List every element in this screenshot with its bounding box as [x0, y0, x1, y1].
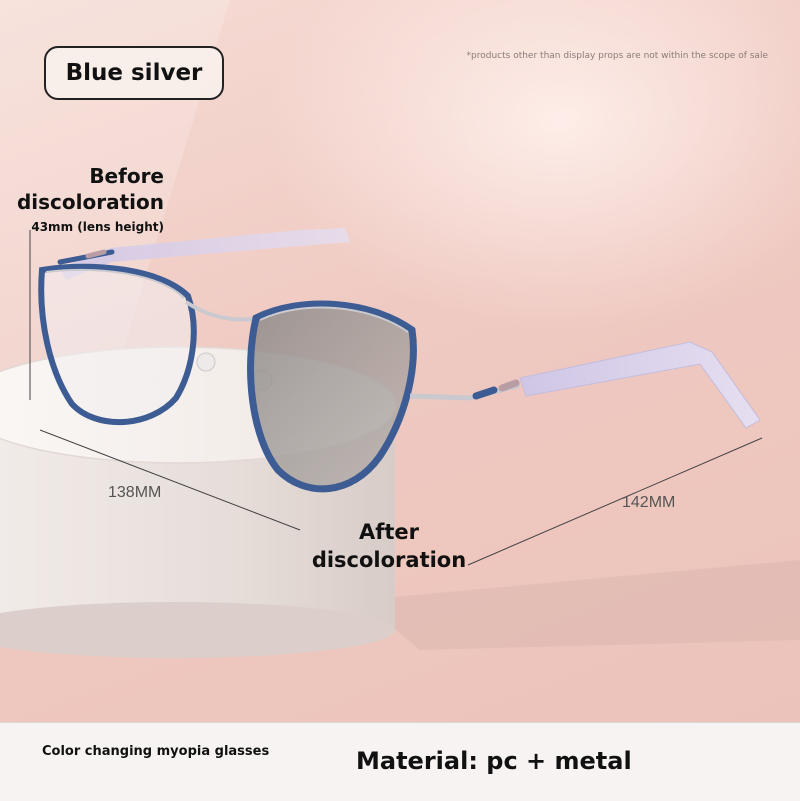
info-footer: Color changing myopia glasses Material: …	[0, 722, 800, 801]
temple-length-line	[467, 437, 763, 566]
before-discoloration-title: Before discoloration	[16, 164, 164, 214]
nose-pad-left	[196, 352, 216, 372]
left-lens-clear	[38, 263, 197, 425]
bridge	[184, 300, 259, 322]
temple-length-label: 142MM	[622, 494, 676, 511]
color-option-badge: Blue silver	[44, 46, 224, 100]
near-hinge-accent-pink	[498, 379, 520, 392]
frame-width-label: 138MM	[108, 484, 162, 501]
after-discoloration-title: After discoloration	[311, 520, 467, 572]
product-photo: Blue silver *products other than display…	[0, 0, 800, 722]
color-option-label: Blue silver	[65, 60, 203, 86]
left-lens-silver-rim	[45, 268, 185, 299]
product-name: Color changing myopia glasses	[42, 744, 270, 759]
near-temple	[519, 341, 761, 429]
right-lens-silver-rim	[259, 306, 409, 333]
near-hinge-accent	[472, 386, 498, 400]
right-lens-tinted	[247, 300, 417, 493]
far-hinge-accent-pink	[85, 249, 107, 259]
glasses-scene	[0, 228, 800, 658]
far-temple	[60, 228, 350, 280]
table-shadow	[360, 560, 800, 650]
disclaimer-text: *products other than display props are n…	[466, 51, 768, 61]
pedestal-base	[0, 602, 395, 658]
frame-width-line	[39, 429, 301, 531]
material-label: Material: pc + metal	[356, 747, 632, 775]
lens-height-label: 43mm (lens height)	[31, 220, 164, 234]
